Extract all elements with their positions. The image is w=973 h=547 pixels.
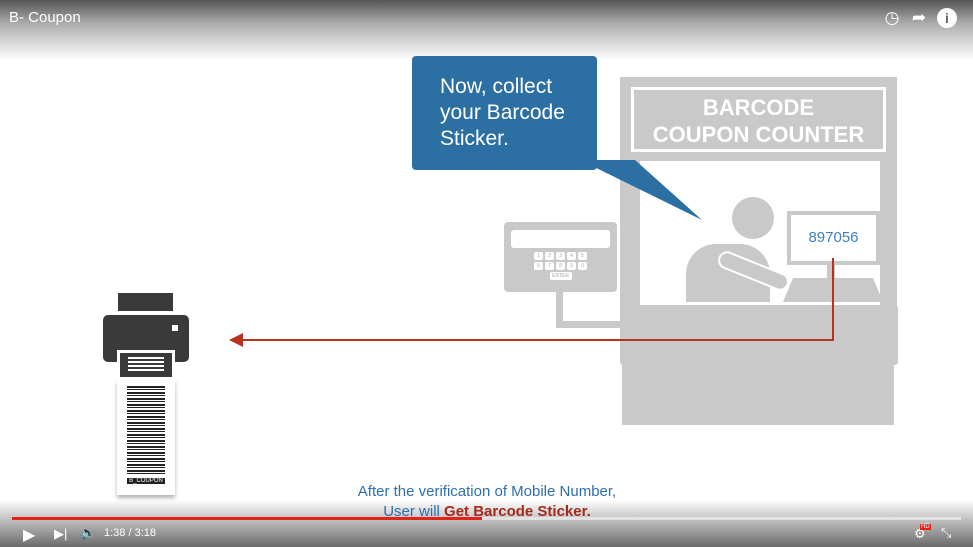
- progress-fill: [12, 517, 482, 520]
- printer-slot: [117, 350, 175, 380]
- info-icon[interactable]: i: [937, 8, 957, 28]
- progress-bar[interactable]: [12, 517, 961, 520]
- monitor-code: 897056: [791, 215, 876, 261]
- bubble-tail: [580, 160, 702, 220]
- next-icon[interactable]: ▶|: [54, 526, 68, 541]
- share-icon[interactable]: ➦: [911, 8, 927, 27]
- caption: After the verification of Mobile Number,…: [357, 483, 617, 520]
- counter-desk: [620, 305, 898, 365]
- barcode: [127, 386, 165, 474]
- clock-icon[interactable]: ◷: [884, 8, 900, 27]
- top-overlay: [0, 0, 973, 60]
- printer-top: [118, 293, 173, 311]
- booth-pillar-left: [620, 160, 640, 310]
- counter-base: [622, 362, 894, 425]
- person-head: [732, 197, 774, 239]
- booth-pillar-right: [880, 160, 897, 310]
- video-title[interactable]: B- Coupon: [9, 9, 81, 26]
- settings-icon[interactable]: ⚙HD: [914, 524, 931, 541]
- counter-sign-frame: [620, 77, 897, 161]
- flow-arrow: [229, 258, 834, 347]
- play-icon[interactable]: ▶: [23, 527, 36, 544]
- time-display: 1:38 / 3:18: [104, 527, 156, 539]
- exit-fullscreen-icon[interactable]: ⤡: [941, 525, 952, 540]
- volume-icon[interactable]: 🔈: [80, 525, 97, 540]
- monitor: 897056: [787, 211, 880, 265]
- barcode-sticker: B_COUPON: [117, 380, 175, 495]
- bottom-overlay: [0, 500, 973, 547]
- monitor-stand: [827, 265, 835, 279]
- sticker-label: B_COUPON: [127, 478, 165, 484]
- keypad-cable: [556, 292, 622, 328]
